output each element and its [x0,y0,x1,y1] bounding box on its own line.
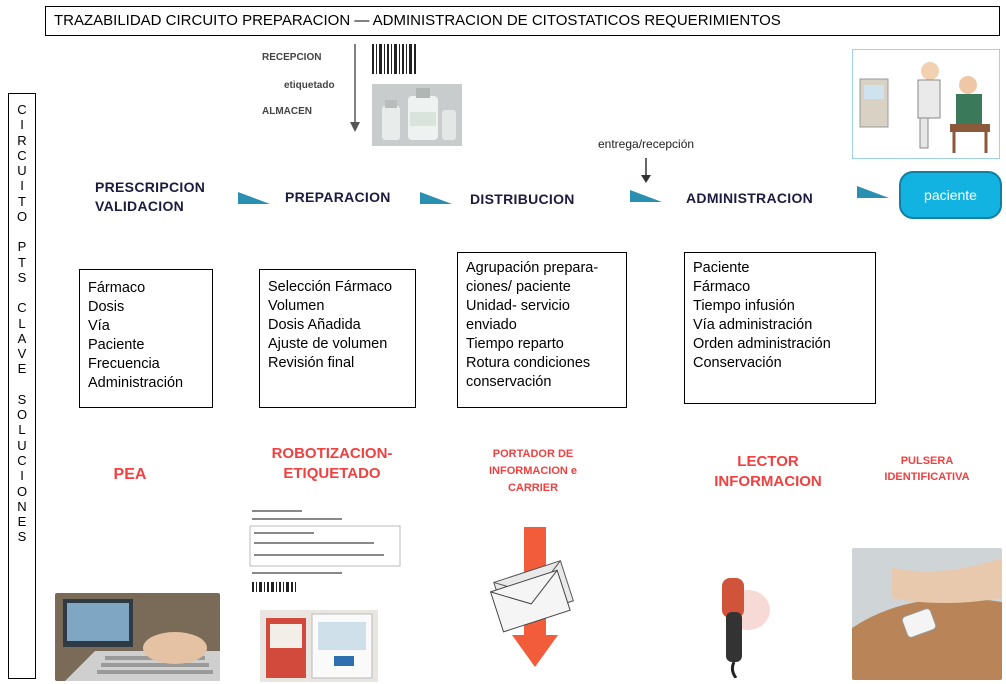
envelope-carrier-image [490,527,574,667]
barcode-icon [372,44,416,74]
keyboard-typing-image [55,593,220,681]
vials-image [372,84,462,146]
solution-pea: PEA [113,466,147,483]
stage-preparacion: PREPARACION [285,189,391,205]
flow-arrow-icon [630,190,662,202]
solution-robotizacion: ROBOTIZACION-ETIQUETADO [271,445,393,482]
recepcion-label: RECEPCION [262,52,322,63]
stage-distribucion: DISTRIBUCION [470,191,575,207]
down-arrow-icon [350,44,360,132]
flow-arrow-icon [420,192,452,204]
stage-administracion: ADMINISTRACION [686,190,814,206]
down-arrow-small-icon [641,158,651,183]
label-sheet-image [248,508,403,596]
flow-arrow-icon [857,186,889,198]
etiquetado-label: etiquetado [284,80,335,91]
barcode-scanner-image [722,578,770,678]
page-title: TRAZABILIDAD CIRCUITO PREPARACION — ADMI… [45,6,1000,36]
entrega-label: entrega/recepción [598,137,695,151]
nurse-patient-image [852,49,1000,159]
almacen-label: ALMACEN [262,106,312,117]
paciente-node: paciente [899,171,1002,219]
robot-cabinet-image [260,610,378,682]
wristband-image [852,548,1002,680]
flow-arrow-icon [238,192,270,204]
